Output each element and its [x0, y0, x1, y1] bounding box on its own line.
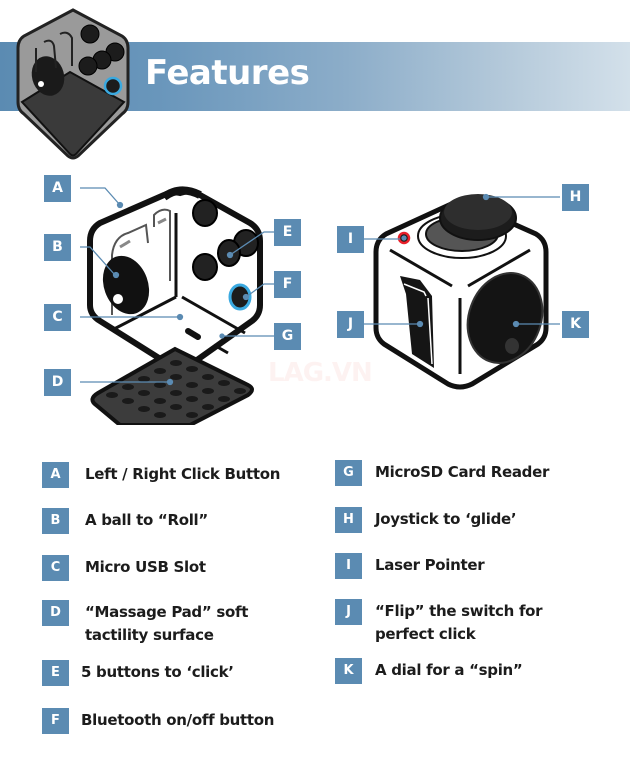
feature-text: Bluetooth on/off button	[81, 711, 275, 729]
feature-badge: E	[42, 660, 69, 686]
feature-badge: I	[335, 553, 362, 579]
cube-diagram-front	[80, 185, 280, 425]
callout-j: J	[337, 311, 364, 338]
feature-item-e: E 5 buttons to ‘click’	[42, 660, 234, 686]
callout-a: A	[44, 175, 71, 202]
fidget-cube-back-illustration	[363, 193, 560, 390]
callout-f: F	[274, 271, 301, 298]
feature-badge: H	[335, 507, 362, 533]
feature-item-h: H Joystick to ‘glide’	[335, 507, 517, 533]
feature-text: Micro USB Slot	[85, 558, 206, 576]
feature-item-g: G MicroSD Card Reader	[335, 460, 549, 486]
watermark: LAG.VN	[268, 358, 373, 388]
feature-badge: B	[42, 508, 69, 534]
callout-c: C	[44, 304, 71, 331]
feature-item-k: K A dial for a “spin”	[335, 658, 523, 684]
feature-text: “Massage Pad” soft tactility surface	[85, 603, 249, 644]
callout-b: B	[44, 234, 71, 261]
feature-text: Joystick to ‘glide’	[375, 510, 517, 528]
feature-text: A ball to “Roll”	[85, 511, 208, 529]
feature-text: A dial for a “spin”	[375, 661, 523, 679]
callout-e: E	[274, 219, 301, 246]
feature-item-a: A Left / Right Click Button	[42, 462, 280, 488]
feature-text: MicroSD Card Reader	[375, 463, 550, 481]
feature-text: 5 buttons to ‘click’	[81, 663, 234, 681]
feature-badge: D	[42, 600, 69, 626]
feature-text: “Flip” the switch for perfect click	[375, 602, 543, 643]
feature-badge: K	[335, 658, 362, 684]
feature-badge: G	[335, 460, 362, 486]
page-title: Features	[145, 53, 310, 93]
feature-item-b: B A ball to “Roll”	[42, 508, 208, 534]
feature-badge: C	[42, 555, 69, 581]
callout-d: D	[44, 369, 71, 396]
feature-badge: F	[42, 708, 69, 734]
fidget-cube-logo-icon	[16, 8, 130, 160]
feature-badge: A	[42, 462, 69, 488]
callout-h: H	[562, 184, 589, 211]
feature-badge: J	[335, 599, 362, 625]
callout-k: K	[562, 311, 589, 338]
feature-item-j: J “Flip” the switch for perfect click	[335, 599, 543, 646]
feature-text: Laser Pointer	[375, 556, 485, 574]
callout-i: I	[337, 226, 364, 253]
callout-g: G	[274, 323, 301, 350]
feature-item-i: I Laser Pointer	[335, 553, 485, 579]
cube-diagram-back	[360, 178, 560, 398]
feature-item-d: D “Massage Pad” soft tactility surface	[42, 600, 248, 647]
feature-text: Left / Right Click Button	[85, 465, 281, 483]
fidget-cube-front-illustration	[80, 186, 274, 425]
feature-item-f: F Bluetooth on/off button	[42, 708, 274, 734]
feature-item-c: C Micro USB Slot	[42, 555, 206, 581]
